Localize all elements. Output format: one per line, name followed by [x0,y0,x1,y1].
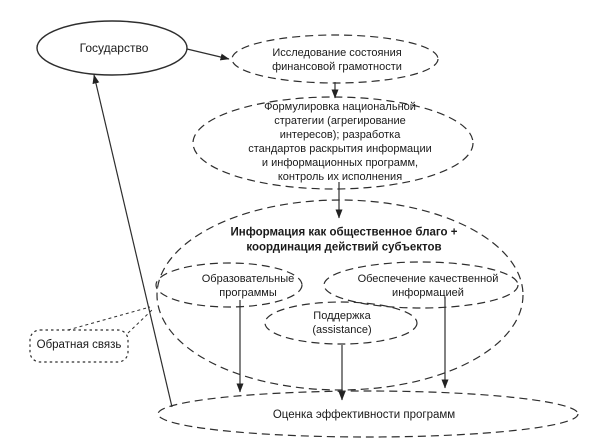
feedback-box [29,329,129,363]
state-ellipse [36,20,188,76]
strategy-label-line: Формулировка национальной [264,101,416,113]
quality-info-label-line: информацией [392,287,464,299]
educational-ellipse [155,262,303,308]
support-label-line: Поддержка [313,310,371,322]
arrow-evaluation-to-state-feedback [92,74,173,408]
quality-info-label: Обеспечение качественной информацией [358,272,499,300]
strategy-label: Формулировка национальной стратегии (агр… [248,100,432,184]
research-label-line: финансовой грамотности [272,61,402,73]
public-good-label-line: Информация как общественное благо + [230,226,458,239]
arrow-state-to-research [186,48,230,61]
strategy-label-line: контроль их исполнения [277,171,403,183]
public-good-ellipse [156,199,524,391]
strategy-ellipse [192,96,474,190]
educational-label-line: программы [219,287,277,299]
evaluation-ellipse [157,390,579,438]
support-label: Поддержка (assistance) [312,309,371,337]
state-label: Государство [79,41,149,55]
support-ellipse [264,301,418,345]
strategy-label-line: интересов); разработка [279,129,401,141]
strategy-label-line: стратегии (агрегирование [274,115,406,127]
feedback-label: Обратная связь [36,339,122,351]
feedback-leader-line-top [67,306,151,331]
public-good-label-line: координация действий субъектов [246,241,442,253]
educational-label: Образовательные программы [202,272,295,300]
strategy-label-line: стандартов раскрытия информации [248,143,432,155]
research-label: Исследование состояния финансовой грамот… [272,46,402,74]
evaluation-label: Оценка эффективности программ [272,409,456,421]
public-good-label: Информация как общественное благо + коор… [231,226,458,255]
research-label-line: Исследование состояния [272,47,402,59]
strategy-label-line: и информационных программ, [261,157,419,169]
quality-info-ellipse [323,261,519,309]
quality-info-label-line: Обеспечение качественной [357,273,499,285]
educational-label-line: Образовательные [201,273,295,285]
feedback-leader-line-bottom [127,309,153,334]
support-label-line: (assistance) [312,324,372,336]
